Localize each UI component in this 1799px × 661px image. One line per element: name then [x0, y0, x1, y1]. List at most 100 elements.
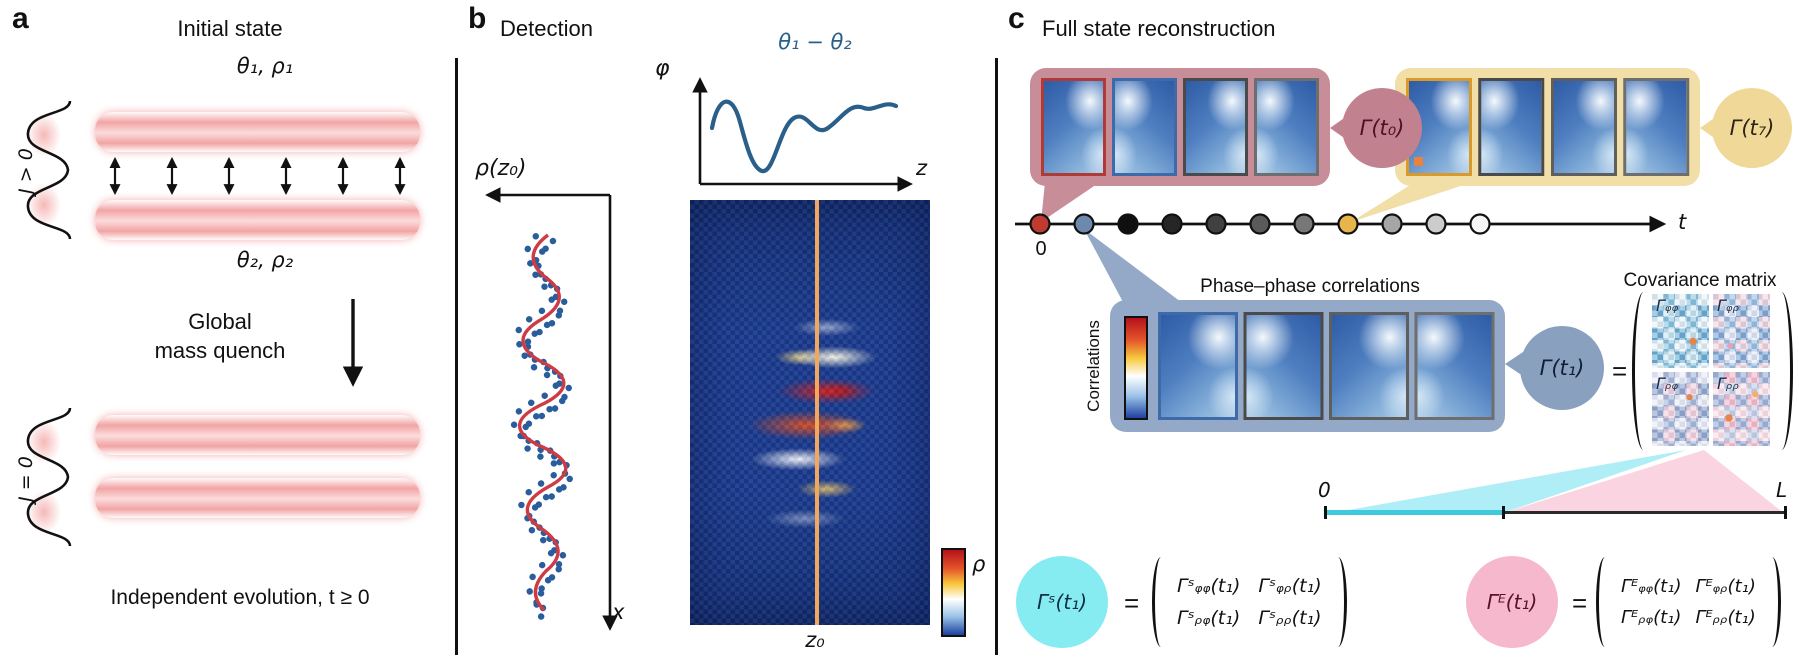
cov-block-label: Γᵩᵨ: [1717, 296, 1740, 315]
cov-block-label: Γᵨᵨ: [1717, 374, 1740, 393]
time-point: [1293, 213, 1315, 235]
cov-block-rhorho: Γᵨᵨ: [1713, 372, 1770, 446]
environment-gamma-circle: Γᴱ(t₁): [1466, 556, 1558, 648]
correlation-map-thumb: [1041, 78, 1106, 176]
interference-heatmap: [690, 200, 930, 625]
system-matrix: Γˢᵩᵩ(t₁) Γˢᵩᵨ(t₁) Γˢᵨᵩ(t₁) Γˢᵨᵨ(t₁): [1152, 557, 1347, 647]
double-well-curve: [26, 407, 72, 547]
phase-profile-plot: [692, 77, 913, 192]
time-points: [1029, 213, 1491, 235]
matrix-entry: Γˢᵨᵩ(t₁): [1177, 607, 1241, 629]
gamma-t1-wedge: [1505, 352, 1523, 376]
condensate-bar-3: [95, 415, 420, 455]
t0-snapshot-box: [1030, 68, 1330, 186]
gamma-t1-callout: Γ(t₁): [1520, 326, 1604, 410]
time-point: [1249, 213, 1271, 235]
correlation-map-thumb: [1622, 78, 1689, 176]
quench-label-line2: mass quench: [154, 337, 286, 363]
paren-right: [1774, 292, 1793, 450]
z0-label: z₀: [805, 628, 825, 652]
quench-label-line1: Global: [188, 309, 252, 334]
panel-divider-bc: [995, 58, 998, 655]
covariance-matrix: Γᵩᵩ Γᵩᵨ Γᵨᵩ Γᵨᵨ: [1652, 294, 1770, 446]
environment-interval-segment: [1504, 511, 1786, 514]
time-point-t1: [1073, 213, 1095, 235]
quench-arrow: [342, 299, 364, 387]
density-colorbar: [941, 548, 966, 637]
correlation-map-thumb: [1243, 312, 1323, 420]
cov-block-phiphi: Γᵩᵩ: [1652, 294, 1709, 368]
t7-thumbnails: [1406, 78, 1689, 176]
gamma-t1-label: Γ(t₁): [1539, 356, 1585, 380]
time-axis-label: t: [1678, 210, 1687, 234]
density-fit-curve: [517, 233, 568, 612]
density-data-dots: [510, 227, 574, 625]
time-point-t0: [1029, 213, 1051, 235]
paren-left: [1632, 292, 1651, 450]
panel-a-label: a: [12, 2, 29, 35]
matrix-entry: Γˢᵩᵩ(t₁): [1177, 575, 1241, 597]
double-well-sketch-decoupled: [26, 407, 72, 547]
gamma-t0-callout: Γ(t₀): [1342, 88, 1422, 168]
interval-tick: [1784, 506, 1787, 519]
gamma-t0-label: Γ(t₀): [1359, 116, 1405, 140]
correlation-map-thumb: [1550, 78, 1617, 176]
cov-block-phirho: Γᵩᵨ: [1713, 294, 1770, 368]
correlation-map-thumb: [1183, 78, 1248, 176]
panel-a-title: Initial state: [177, 16, 283, 41]
t1-snapshot-box: [1110, 300, 1505, 432]
interval-tick: [1502, 506, 1505, 519]
timeline: [1015, 213, 1667, 235]
t0-thumbnails: [1041, 78, 1319, 176]
panel-c-title: Full state reconstruction: [1042, 16, 1276, 41]
correlation-map-thumb: [1329, 312, 1409, 420]
equals-sign: =: [1612, 356, 1628, 386]
matrix-entry: Γᴱᵩᵨ(t₁): [1695, 576, 1756, 597]
cov-block-label: Γᵩᵩ: [1656, 296, 1679, 315]
covariance-matrix-title: Covariance matrix: [1623, 270, 1777, 291]
correlation-map-thumb: [1254, 78, 1319, 176]
correlation-map-thumb: [1414, 312, 1494, 420]
correlation-map-thumb: [1478, 78, 1545, 176]
matrix-entry: Γᴱᵨᵨ(t₁): [1695, 607, 1756, 628]
coupling-on-label: J > 0: [15, 148, 37, 194]
time-point: [1381, 213, 1403, 235]
t7-snapshot-box: [1395, 68, 1700, 186]
time-point: [1205, 213, 1227, 235]
system-gamma-label: Γˢ(t₁): [1036, 590, 1088, 614]
condensate-bar-4: [95, 478, 420, 518]
t7-box-tail: [1351, 182, 1473, 222]
panel-b-title: Detection: [500, 16, 593, 41]
matrix-entry: Γᴱᵩᵩ(t₁): [1621, 576, 1682, 597]
independent-evolution-label: Independent evolution, t ≥ 0: [110, 586, 370, 609]
interval-start-label: 0: [1318, 478, 1331, 502]
double-well-curve: [26, 100, 72, 240]
condensate-bar-2: [95, 200, 420, 240]
double-well-sketch-coupled: [26, 100, 72, 240]
time-point: [1425, 213, 1447, 235]
time-origin-label: 0: [1035, 238, 1047, 260]
correlations-colorbar-label: Correlations: [1084, 320, 1103, 412]
phase-difference-curve: [709, 99, 899, 174]
correlation-map-thumb: [1158, 312, 1238, 420]
phase-axis-label: φ: [655, 56, 670, 81]
paren-right: [1330, 557, 1347, 647]
condensate1-label: θ₁, ρ₁: [236, 54, 294, 78]
panel-divider-ab: [455, 58, 458, 655]
equals-sign: =: [1124, 588, 1140, 618]
matrix-entry: Γˢᵨᵨ(t₁): [1258, 607, 1322, 629]
t1-thumbnails: [1158, 312, 1494, 420]
environment-matrix: Γᴱᵩᵩ(t₁) Γᴱᵩᵨ(t₁) Γᴱᵨᵩ(t₁) Γᴱᵨᵨ(t₁): [1596, 557, 1781, 647]
condensate-bar-1: [95, 112, 420, 152]
time-point: [1161, 213, 1183, 235]
t1-box-tail: [1084, 229, 1181, 302]
density-profile-plot: [485, 187, 618, 631]
gamma-t7-label: Γ(t₇): [1729, 116, 1775, 140]
equals-sign: =: [1572, 588, 1588, 618]
callout-connectors: [1041, 116, 1785, 514]
coupling-off-label: J = 0: [15, 456, 37, 502]
t0-box-tail: [1041, 182, 1100, 222]
paren-left: [1596, 557, 1613, 647]
time-point: [1469, 213, 1491, 235]
matrix-entry: Γᴱᵨᵩ(t₁): [1621, 607, 1682, 628]
